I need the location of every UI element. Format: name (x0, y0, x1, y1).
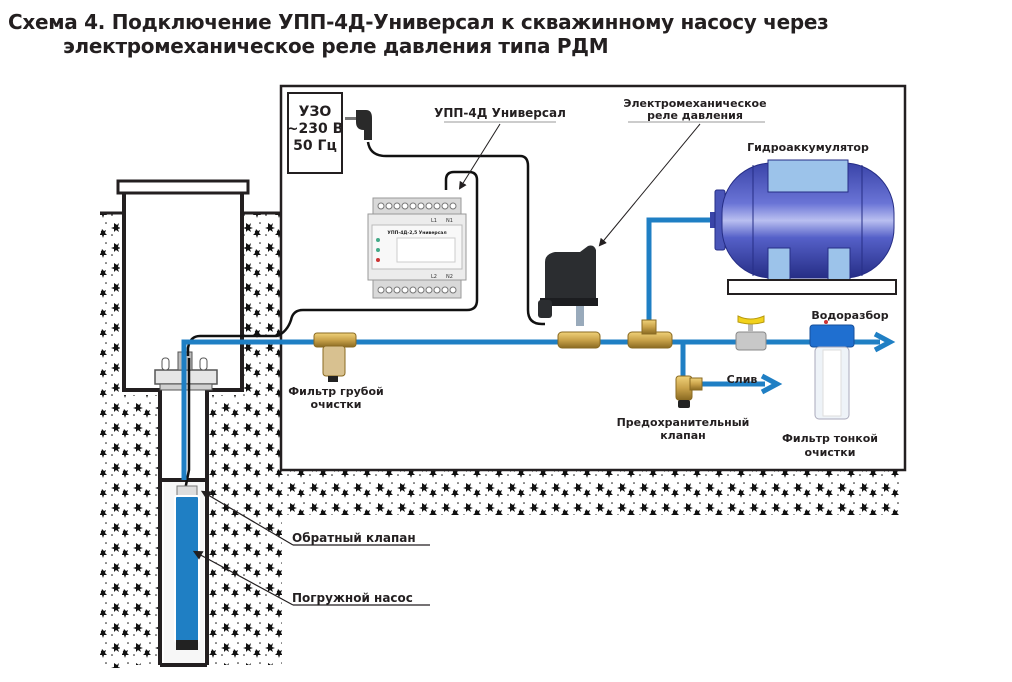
power-line-3: 50 Гц (293, 138, 337, 154)
pressure-relay (538, 245, 601, 349)
accumulator-label: Гидроаккумулятор (747, 141, 869, 154)
drain-label: Слив (727, 373, 758, 386)
pressure-relay-label-2: реле давления (647, 109, 743, 122)
hydro-accumulator (710, 159, 897, 295)
safety-valve-label-1: Предохранительный (617, 416, 750, 429)
drain-arrow-icon (760, 373, 783, 395)
power-line-2: ~230 В (287, 121, 344, 137)
title-line-2: электромеханическое реле давления типа Р… (63, 34, 609, 58)
title-line-1: Схема 4. Подключение УПП-4Д-Универсал к … (8, 10, 829, 34)
terminal-l2: L2 (431, 274, 437, 280)
upp-device: L1 N1 УПП-4Д-2,5 Универсал L2 N2 (367, 197, 467, 299)
ball-valve (735, 315, 767, 351)
fine-filter (809, 320, 855, 420)
coarse-filter-label-1: Фильтр грубой (288, 385, 383, 398)
submersible-pump (174, 485, 200, 650)
power-line-1: УЗО (299, 104, 332, 120)
coarse-filter (313, 332, 357, 382)
ground-soil (100, 213, 900, 668)
outlet-arrow-icon (873, 331, 896, 353)
device-panel-title: УПП-4Д-2,5 Универсал (387, 230, 446, 236)
check-valve-label: Обратный клапан (292, 531, 416, 545)
tee-fitting (627, 319, 673, 349)
water-outlet-label: Водоразбор (811, 309, 888, 322)
diagram-title: Схема 4. Подключение УПП-4Д-Универсал к … (8, 10, 829, 58)
coarse-filter-label-2: очистки (311, 398, 362, 411)
device-label: УПП-4Д Универсал (434, 106, 566, 120)
terminal-n2: N2 (446, 274, 453, 280)
safety-valve (675, 375, 703, 408)
submersible-pump-label: Погружной насос (292, 591, 413, 605)
terminal-n1: N1 (446, 218, 453, 224)
fine-filter-label-1: Фильтр тонкой (782, 432, 878, 445)
terminal-l1: L1 (431, 218, 437, 224)
indoor-frame (279, 84, 907, 472)
safety-valve-label-2: клапан (660, 429, 706, 442)
fine-filter-label-2: очистки (805, 446, 856, 459)
power-source-box: УЗО ~230 В 50 Гц (287, 92, 344, 174)
power-plug-icon (345, 110, 372, 140)
pressure-relay-label-1: Электромеханическое (623, 97, 766, 110)
